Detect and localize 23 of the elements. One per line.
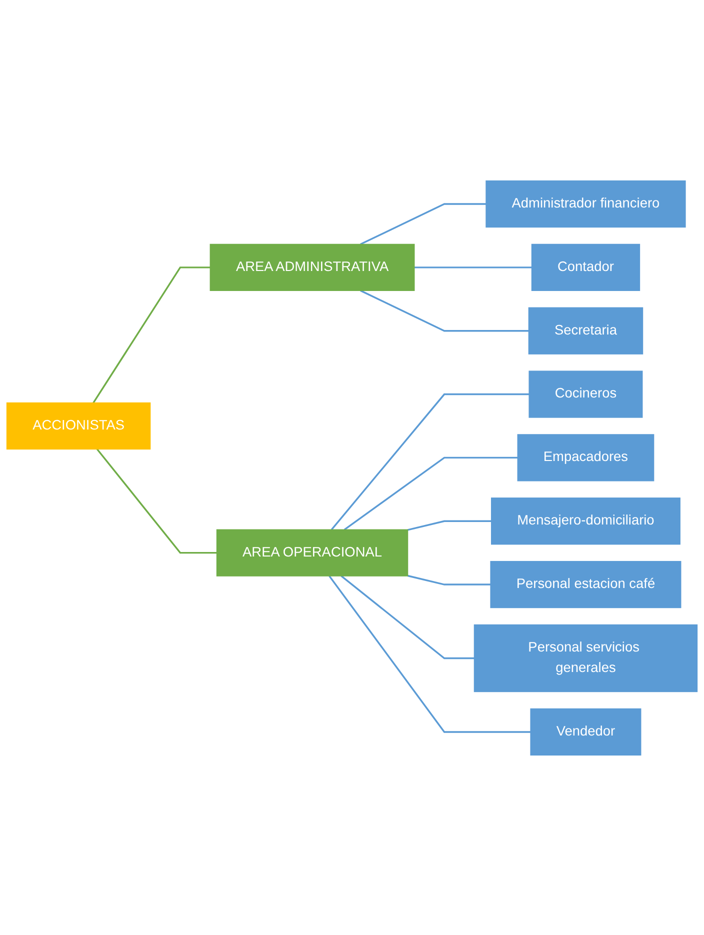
connector xyxy=(408,520,492,530)
node-box: Contador xyxy=(531,243,640,290)
connector xyxy=(340,574,474,659)
node-box: AREA OPERACIONAL xyxy=(216,528,408,576)
node-box: Personal estacion café xyxy=(490,560,682,608)
node-box: Empacadores xyxy=(517,434,654,481)
connector xyxy=(408,574,491,585)
node-box: Vendedor xyxy=(530,708,642,756)
node-box: Administrador financiero xyxy=(486,180,686,228)
node-box: ACCIONISTAS xyxy=(6,402,151,450)
node-box: AREA ADMINISTRATIVA xyxy=(210,243,415,290)
node-box: Secretaria xyxy=(528,306,644,354)
connector xyxy=(344,456,518,530)
connector xyxy=(414,266,532,268)
node-box: Personal servicios generales xyxy=(474,624,698,692)
connector xyxy=(330,392,530,530)
node-box: Cocineros xyxy=(528,370,643,418)
node-box: Mensajero-domiciliario xyxy=(490,497,680,544)
connector xyxy=(92,266,210,403)
connector xyxy=(96,448,217,554)
connector xyxy=(328,574,531,732)
connector xyxy=(360,202,486,245)
connector xyxy=(360,289,529,332)
